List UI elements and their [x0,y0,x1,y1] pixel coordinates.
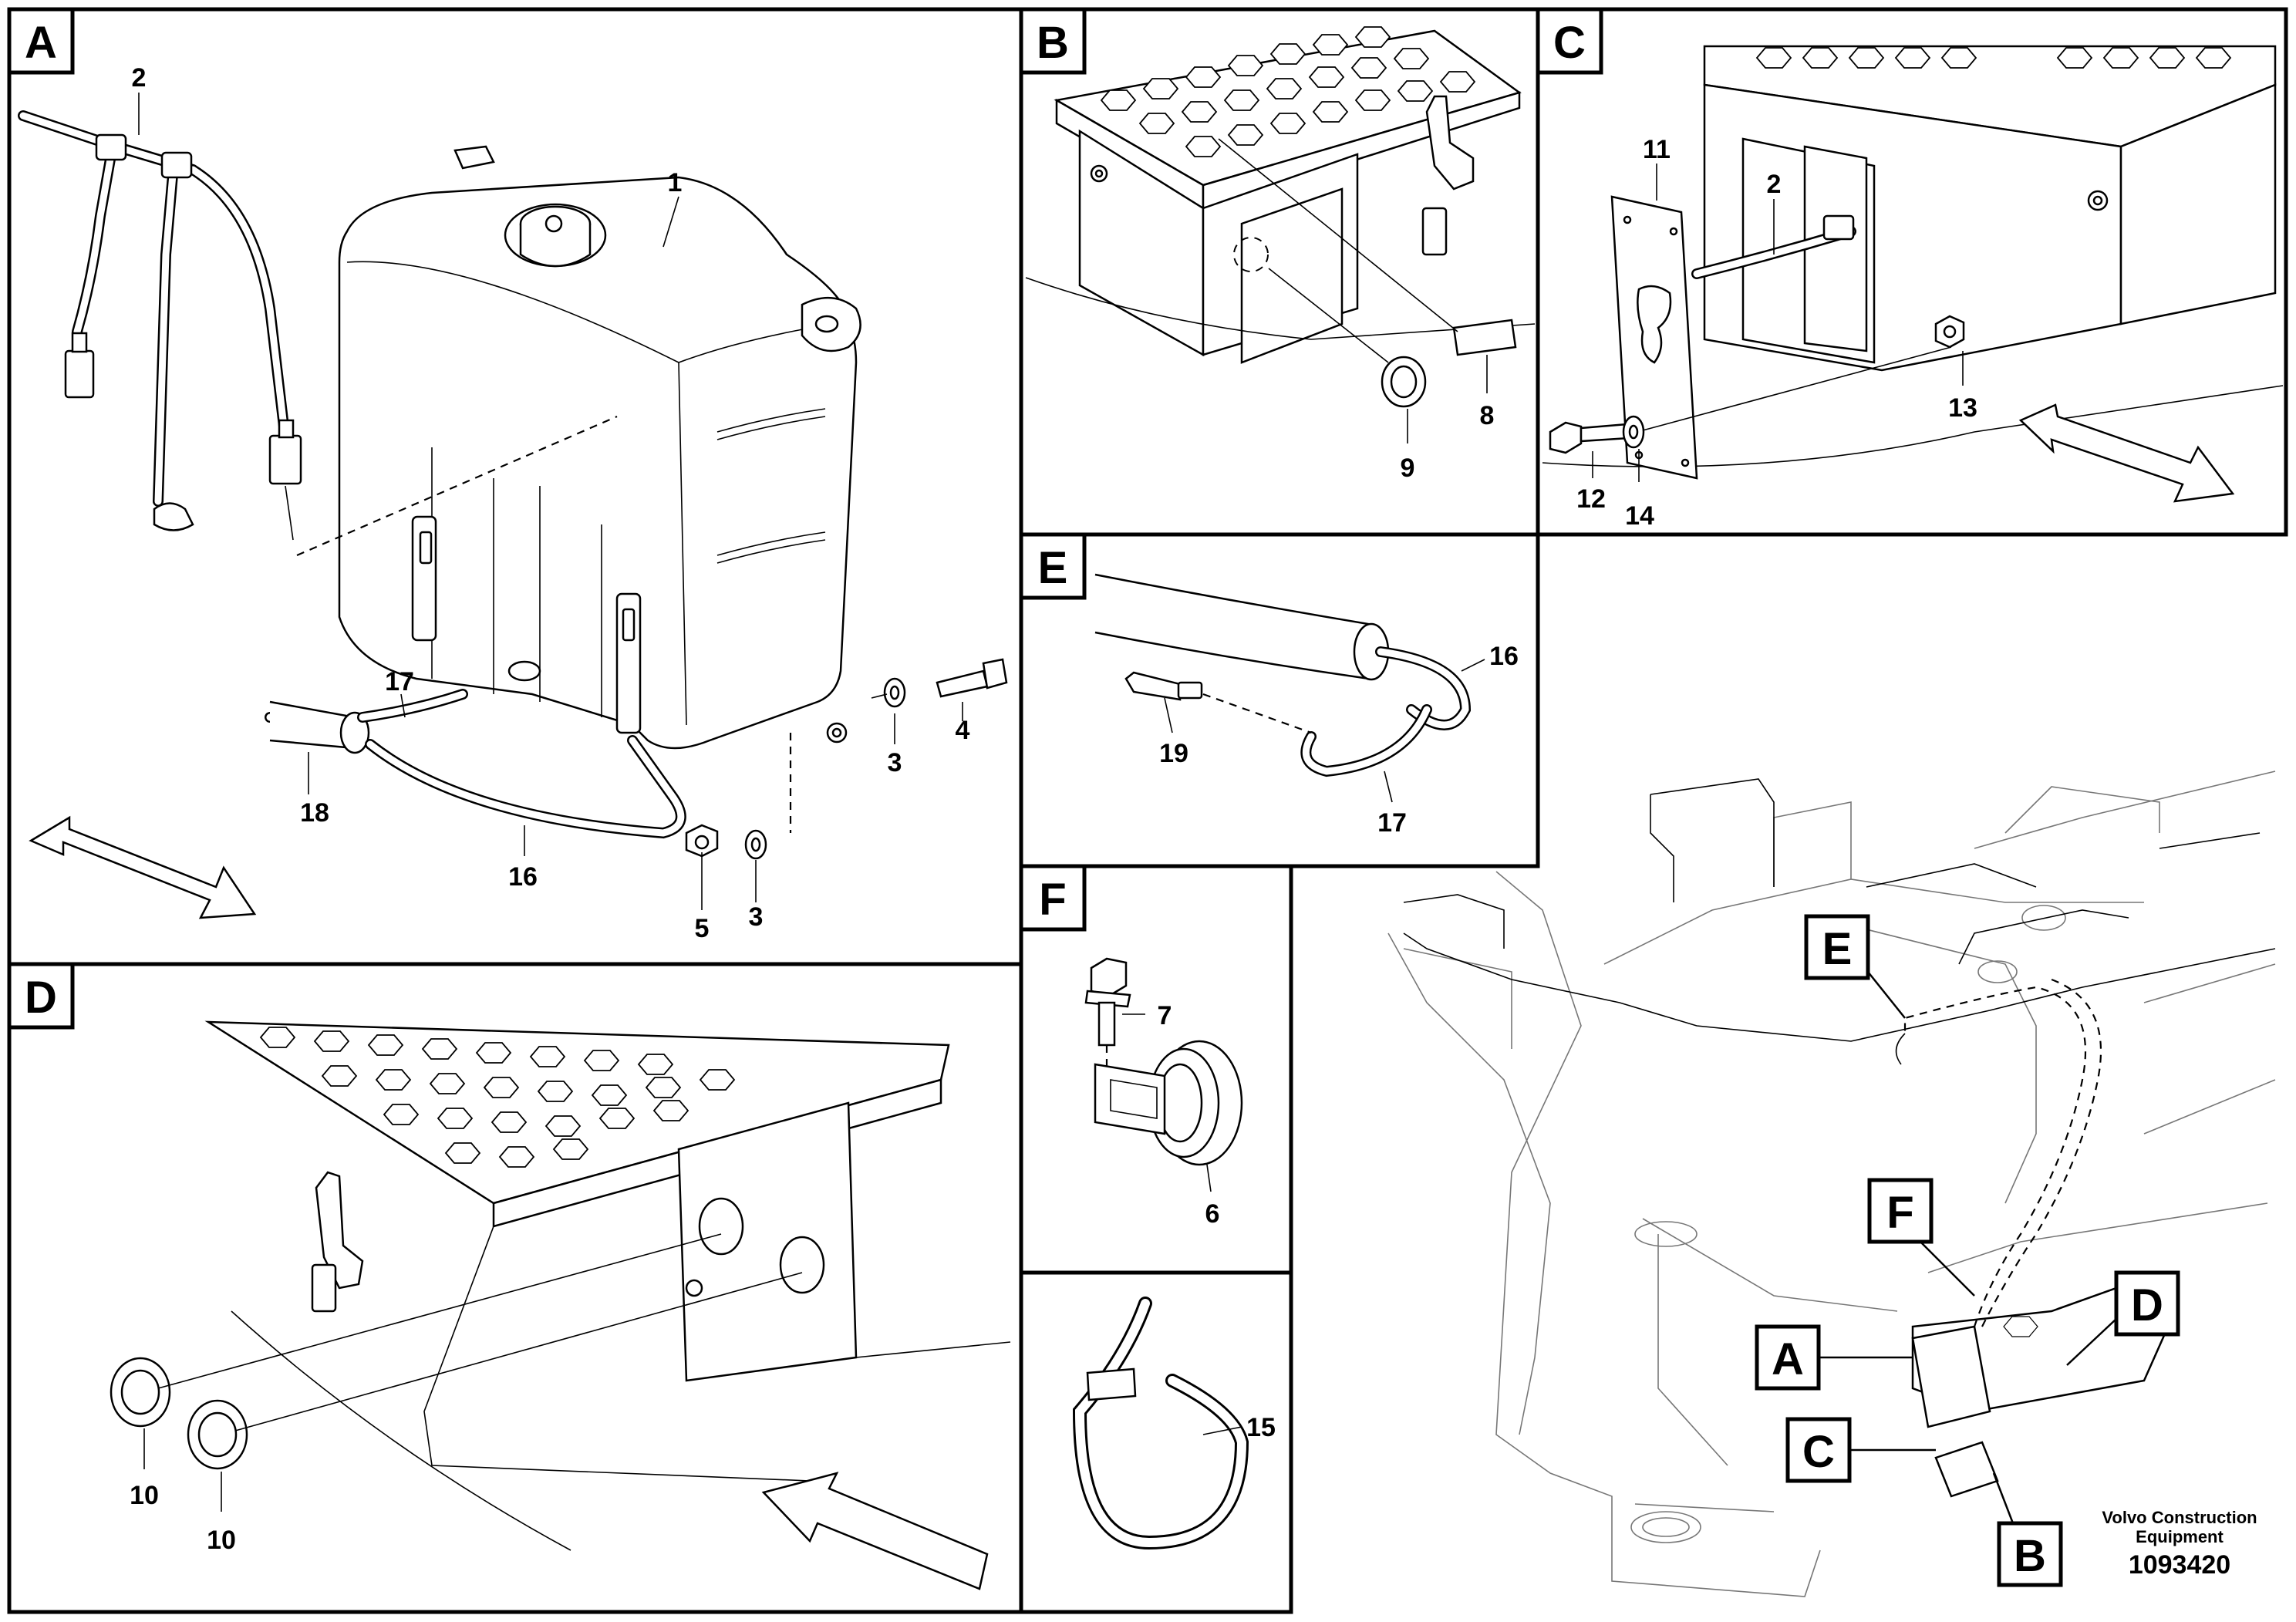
callout-10b: 10 [207,1526,236,1555]
callout-17-e: 17 [1377,808,1407,838]
company-line-1: Volvo Construction [2102,1508,2257,1527]
overview-box-b [1997,1521,2063,1587]
callout-8: 8 [1480,401,1495,430]
overview-callouts: E F D A C B [1755,914,2180,1587]
direction-arrow-d [761,1472,989,1590]
washer-tank-1 [338,145,861,750]
callout-1: 1 [668,168,683,197]
callout-3a: 3 [888,748,902,777]
overview-box-f [1867,1178,1934,1244]
panel-b: B 8 9 [1019,7,1536,483]
hoses-16-17-18 [265,689,686,839]
callout-15: 15 [1246,1413,1276,1442]
overview-letter-f: F [1886,1188,1913,1238]
panel-c-frame [1536,7,2288,537]
panel-frames [7,7,2288,1614]
callout-14: 14 [1625,501,1654,531]
overview-box-c [1785,1417,1852,1483]
panel-c: C [1536,7,2284,531]
panel-f-letter: F [1039,875,1066,925]
panel-b-letter: B [1037,18,1069,68]
footer: Volvo Construction Equipment 1093420 [2102,1508,2257,1580]
callout-9: 9 [1401,454,1415,483]
callout-16-e: 16 [1489,642,1519,671]
callout-5: 5 [695,914,710,943]
panel-f: F 7 6 [1019,864,1243,1229]
overview-letter-a: A [1772,1334,1804,1384]
callout-12: 12 [1576,484,1606,514]
callout-4: 4 [956,716,970,745]
panel-d-letter-box [7,962,75,1030]
overview-box-d [2114,1270,2180,1337]
panel-g-frame [1019,1270,1293,1614]
panel-c-letter-box [1536,7,1603,75]
panel-b-letter-box [1019,7,1087,75]
hardware-3-4-5 [685,658,1008,860]
overview-letter-b: B [2014,1531,2046,1581]
panel-g: 15 [1072,1297,1276,1550]
overview-box-a [1755,1324,1821,1391]
hose-assembly-2 [18,110,302,541]
overview-letter-c: C [1802,1427,1835,1477]
direction-arrow-a [29,815,257,919]
callout-11: 11 [1643,135,1671,164]
panel-c-letter: C [1553,18,1586,68]
panel-d-letter: D [25,973,57,1023]
callout-13: 13 [1948,393,1977,423]
panel-d: D 10 10 [7,962,1011,1590]
overview-letter-d: D [2131,1280,2163,1330]
callout-16: 16 [508,862,538,892]
company-line-2: Equipment [2136,1527,2224,1546]
panel-a-letter: A [25,18,57,68]
callout-17: 17 [385,667,414,696]
callout-2: 2 [132,63,147,93]
callout-10a: 10 [130,1481,159,1510]
callout-3b: 3 [749,902,764,932]
overview-letter-e: E [1822,924,1853,974]
panel-e: E 16 19 17 [1019,532,1519,838]
panel-e-letter: E [1038,543,1068,593]
direction-arrow-c [2018,403,2235,503]
callout-18: 18 [300,798,329,828]
callout-2-c: 2 [1767,170,1782,199]
document-number: 1093420 [2129,1550,2230,1580]
panel-a-letter-box [7,7,75,75]
callout-7: 7 [1158,1001,1172,1030]
panel-a: A [7,7,1008,943]
panel-f-letter-box [1019,864,1087,932]
panel-e-letter-box [1019,532,1087,600]
overview-box-e [1804,914,1870,980]
overview-machine-frame [1387,771,2276,1597]
callout-19: 19 [1159,739,1188,768]
callout-6: 6 [1205,1199,1220,1229]
